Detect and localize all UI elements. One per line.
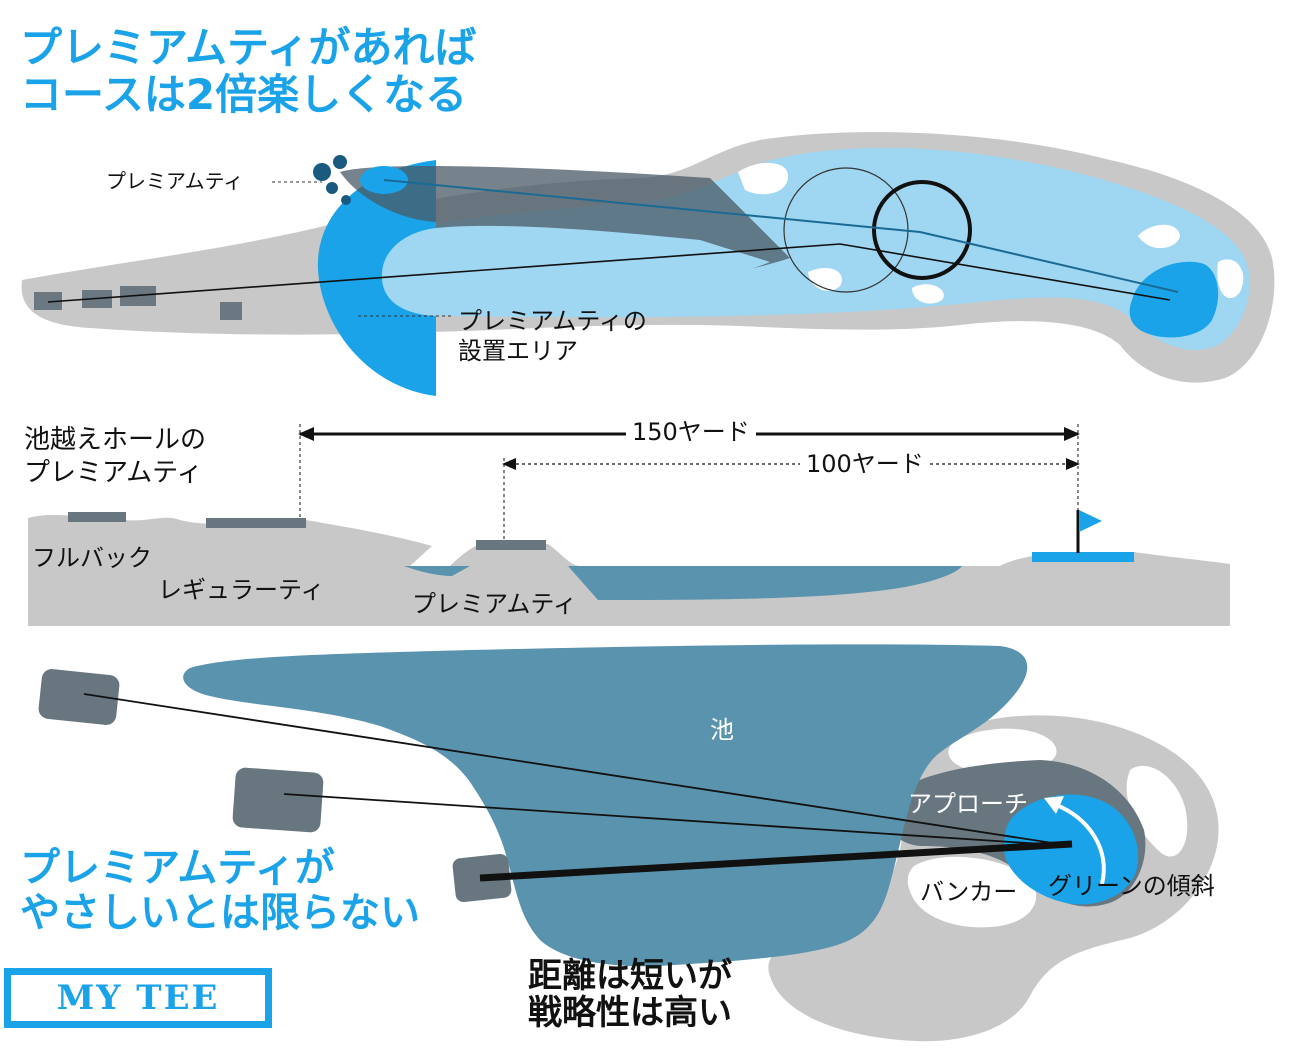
slope-arrow (1053, 802, 1106, 885)
bunker (738, 162, 789, 195)
shot-line-premium (479, 840, 1073, 882)
dim-150-arrow-left (298, 427, 314, 441)
dim-150-arrow-right (1064, 427, 1080, 441)
title-top-line-1: プレミアムティがあれば (20, 23, 477, 72)
green (1129, 261, 1219, 338)
shot-line-back (83, 693, 1073, 847)
green-profile (1032, 552, 1134, 562)
note-line-2: 戦略性は高い (528, 993, 732, 1034)
bunker (912, 284, 944, 304)
label-approach: アプローチ (908, 790, 1028, 818)
landing-circle-bold (872, 180, 972, 280)
shot-line-middle (283, 793, 1073, 847)
dim-100-arrow-right (1066, 458, 1080, 470)
pond-hole-map (38, 644, 1219, 1042)
note-line-1: 距離は短いが (528, 956, 732, 996)
title-bottom-line-1: プレミアムティが (20, 845, 335, 891)
label-150-yards: 150ヤード (626, 420, 756, 444)
page-title-bottom: プレミアムティが やさしいとは限らない (20, 846, 420, 936)
heading-line-1: 池越えホールの (24, 425, 207, 455)
fairway-left (381, 225, 770, 316)
label-bunker: バンカー (920, 878, 1018, 906)
bunker (1126, 765, 1188, 857)
tee-back (38, 669, 120, 725)
logo-text: MY TEE (56, 978, 220, 1018)
label-full-back: フルバック (32, 544, 152, 572)
label-premium-area: プレミアムティの 設置エリア (458, 306, 647, 366)
label-area-line-2: 設置エリア (458, 337, 578, 365)
slope-arrowhead (1044, 796, 1064, 814)
premium-tee-dot (326, 182, 338, 194)
hole-layout-top (21, 132, 1275, 396)
logo-inner: MY TEE (11, 975, 265, 1021)
title-bottom-line-2: やさしいとは限らない (20, 889, 420, 936)
tee-box-1 (34, 292, 62, 310)
bunker (1138, 224, 1180, 249)
label-premium-tee-top: プレミアムティ (106, 169, 244, 193)
tee-regular (206, 518, 306, 528)
label-green-slope: グリーンの傾斜 (1048, 872, 1215, 900)
bunker-front (907, 856, 1037, 928)
tee-full-back (68, 512, 126, 522)
brand-logo: MY TEE (4, 968, 272, 1028)
shot-line-regular (47, 243, 1171, 303)
label-100-yards: 100ヤード (800, 452, 930, 476)
tee-middle (232, 767, 324, 833)
label-pond: 池 (710, 716, 734, 744)
tee-premium (476, 540, 546, 550)
flag-icon (1079, 510, 1102, 532)
premium-tee-dot (313, 163, 331, 181)
label-area-line-1: プレミアムティの (458, 307, 647, 335)
pond-water-profile (404, 566, 962, 600)
title-top-line-2: コースは2倍楽しくなる (20, 70, 468, 120)
water-hole-profile (28, 424, 1230, 626)
pond (183, 644, 1028, 967)
tee-box-4 (220, 302, 242, 320)
label-premium-tee-mid: プレミアムティ (412, 590, 577, 618)
heading-line-2: プレミアムティ (24, 457, 203, 488)
strategy-note: 距離は短いが 戦略性は高い (528, 956, 732, 1034)
bunker (1217, 259, 1244, 299)
premium-tee-dot (333, 155, 347, 169)
label-regular-tee: レギュラーティ (158, 576, 325, 604)
dim-100-arrow-left (502, 458, 516, 470)
shot-line-premium (383, 179, 1179, 293)
water-hole-heading: 池越えホールの プレミアムティ (24, 424, 206, 489)
premium-tee-dot (341, 195, 351, 205)
page-title-top: プレミアムティがあれば コースは2倍楽しくなる (20, 24, 477, 118)
